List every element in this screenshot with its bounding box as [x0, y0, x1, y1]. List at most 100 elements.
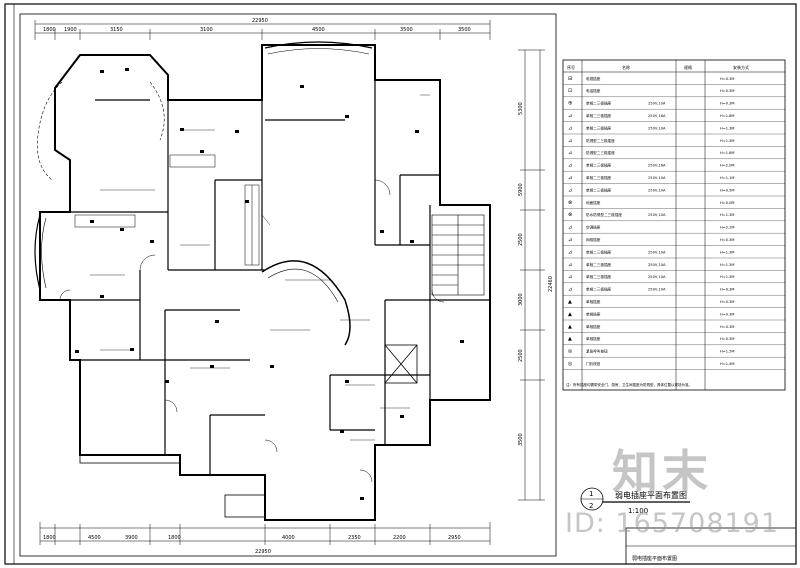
legend-name: 地面插座 — [586, 200, 601, 205]
legend-spec: 250V,10A — [648, 288, 666, 292]
legend-symbol-icon: ⊿ — [568, 163, 572, 169]
legend-name: 单相插座 — [586, 299, 601, 304]
sheet-border — [4, 3, 797, 565]
legend-symbol-icon: ⊿ — [568, 287, 572, 293]
dim-right-total: 22460 — [548, 276, 554, 292]
bay-window-left-inner — [41, 217, 47, 289]
legend-name: 防水防溅型二三极插座 — [586, 212, 622, 217]
legend-spec: 250V,16A — [648, 114, 666, 118]
dim-right-5: 3500 — [518, 433, 524, 446]
outlet-markers — [75, 68, 464, 500]
legend-symbol-icon: ⊿ — [568, 249, 572, 255]
top-dimension-chain — [34, 20, 491, 40]
legend-symbol-icon: ⊗ — [568, 212, 572, 218]
dim-top-2: 3150 — [110, 27, 123, 33]
legend-name: 紧急呼叫按钮 — [586, 349, 608, 354]
legend-name: 单相二三极插座 — [586, 163, 612, 168]
legend-symbol-icon: ▲ — [568, 299, 572, 305]
legend-symbol-icon: ⊗ — [568, 200, 572, 206]
legend-name: 单相插座 — [586, 324, 601, 329]
legend-mount: H=0.3M — [720, 77, 735, 81]
legend-mount: H=1.8M — [720, 151, 735, 155]
bay-window-top — [264, 41, 373, 49]
legend-symbol-icon: ⊕ — [568, 101, 572, 107]
dim-right-0: 5300 — [518, 102, 524, 115]
legend-name: 防溅型二三极插座 — [586, 150, 615, 155]
legend-spec: 250V,10A — [648, 102, 666, 106]
curved-corridor-inner — [267, 268, 339, 303]
bay-window-top-inner — [267, 48, 370, 55]
legend-note: 注：所有插座均需带安全门，厨房、卫生间插座为防溅型，具体位置以现场为准。 — [566, 382, 692, 387]
legend-frame — [562, 59, 786, 391]
title-block-text: 弱电插座平面布置图 — [632, 555, 677, 562]
legend-mount: H=2.2M — [720, 226, 735, 230]
legend-symbol-icon: ⊿ — [568, 138, 572, 144]
legend-symbol-icon: ◎ — [568, 361, 573, 367]
dim-right-4: 2500 — [518, 349, 524, 362]
dim-top-3: 3100 — [200, 27, 213, 33]
legend-mount: H=0.0M — [720, 201, 735, 205]
legend-mount: H=1.3M — [720, 275, 735, 279]
elevator — [384, 344, 418, 384]
legend-name: 电话插座 — [586, 88, 601, 93]
legend-mount: H=2.0M — [720, 164, 735, 168]
legend-symbol-icon: ⊟ — [568, 76, 572, 82]
legend-mount: H=1.3M — [720, 126, 735, 130]
legend-spec: 250V,10A — [648, 250, 666, 254]
legend-name: 空调插座 — [586, 225, 601, 230]
caption-title: 弱电插座平面布置图 — [615, 490, 687, 500]
legend-grid — [563, 71, 785, 370]
dim-top-total: 22950 — [252, 18, 268, 24]
legend-name: 单相二三极插座 — [586, 175, 612, 180]
legend-mount: H=1.5M — [720, 350, 735, 354]
dim-bottom-6: 2200 — [393, 535, 406, 541]
legend-name: 单相插座 — [586, 336, 601, 341]
legend-symbol-icon: ▲ — [568, 324, 572, 330]
legend-mount: H=1.3M — [720, 139, 735, 143]
bay-window-left — [34, 214, 41, 291]
legend-mount: H=0.5M — [720, 188, 735, 192]
legend-name: 电视插座 — [586, 76, 601, 81]
kitchen-counter — [74, 154, 216, 228]
legend-mount: H=0.3M — [720, 325, 735, 329]
watermark-id: ID: 165708191 — [565, 508, 780, 539]
legend-mount: H=0.3M — [720, 312, 735, 316]
legend-name: 门铃按钮 — [586, 361, 601, 366]
legend-symbol-icon: ⊿ — [568, 187, 572, 193]
legend-spec: 250V,10A — [648, 176, 666, 180]
legend-symbol-icon: ⊡ — [568, 88, 572, 94]
legend-header-name: 名称 — [622, 64, 630, 70]
door-swings — [59, 179, 445, 483]
legend-header-mount: 安装方式 — [733, 64, 749, 70]
dim-right-1: 5900 — [518, 183, 524, 196]
dim-top-5: 3500 — [400, 27, 413, 33]
caption-scale: 1:100 — [628, 507, 648, 515]
sheet-inner-border — [19, 13, 557, 557]
legend-spec: 250V,10A — [648, 275, 666, 279]
watermark-logo: 知末 — [612, 445, 712, 499]
legend-name: 单相插座 — [586, 311, 601, 316]
legend-spec: 250V,16A — [648, 164, 666, 168]
legend-symbol-icon: ⊿ — [568, 113, 572, 119]
legend-name: 单相二三极插座 — [586, 101, 612, 106]
legend-name: 单相二三极插座 — [586, 113, 612, 118]
dim-top-1: 1900 — [64, 27, 77, 33]
dim-bottom-0: 1800 — [43, 535, 56, 541]
garden-outline — [37, 81, 165, 181]
legend-name: 防溅型二三极插座 — [586, 138, 615, 143]
dim-top-6: 3500 — [458, 27, 471, 33]
legend-mount: H=1.4M — [720, 362, 735, 366]
legend-symbol-icon: ⊿ — [568, 274, 572, 280]
dim-right-3: 3000 — [518, 293, 524, 306]
exterior-walls — [39, 44, 491, 521]
legend-spec: 250V,10A — [648, 263, 666, 267]
legend-name: 单相二三极插座 — [586, 187, 612, 192]
stair — [431, 214, 485, 296]
legend-name: 单相二三极插座 — [586, 249, 612, 254]
legend-symbol-icon: ▲ — [568, 336, 572, 342]
legend-mount: H=1.8M — [720, 114, 735, 118]
dim-bottom-5: 2350 — [348, 535, 361, 541]
legend-name: 单相二三极插座 — [586, 125, 612, 130]
legend-spec: 250V,10A — [648, 213, 666, 217]
curved-corridor — [261, 260, 351, 346]
